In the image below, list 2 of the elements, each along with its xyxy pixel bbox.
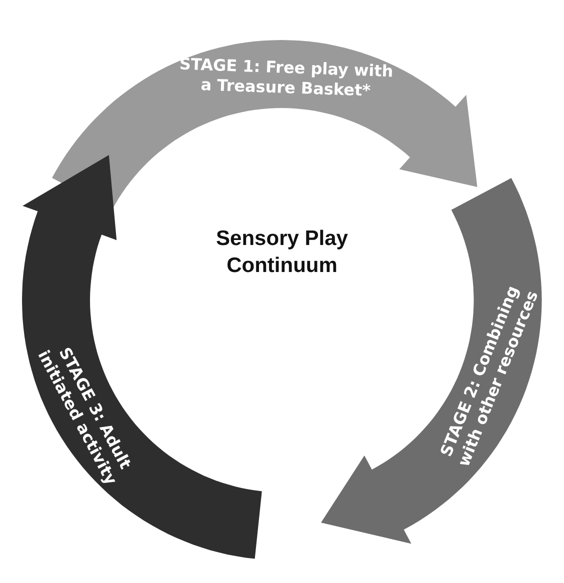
center-title: Sensory Play Continuum — [215, 226, 349, 280]
stage-label: STAGE 1: Free play with a Treasure Basket* — [178, 54, 394, 102]
